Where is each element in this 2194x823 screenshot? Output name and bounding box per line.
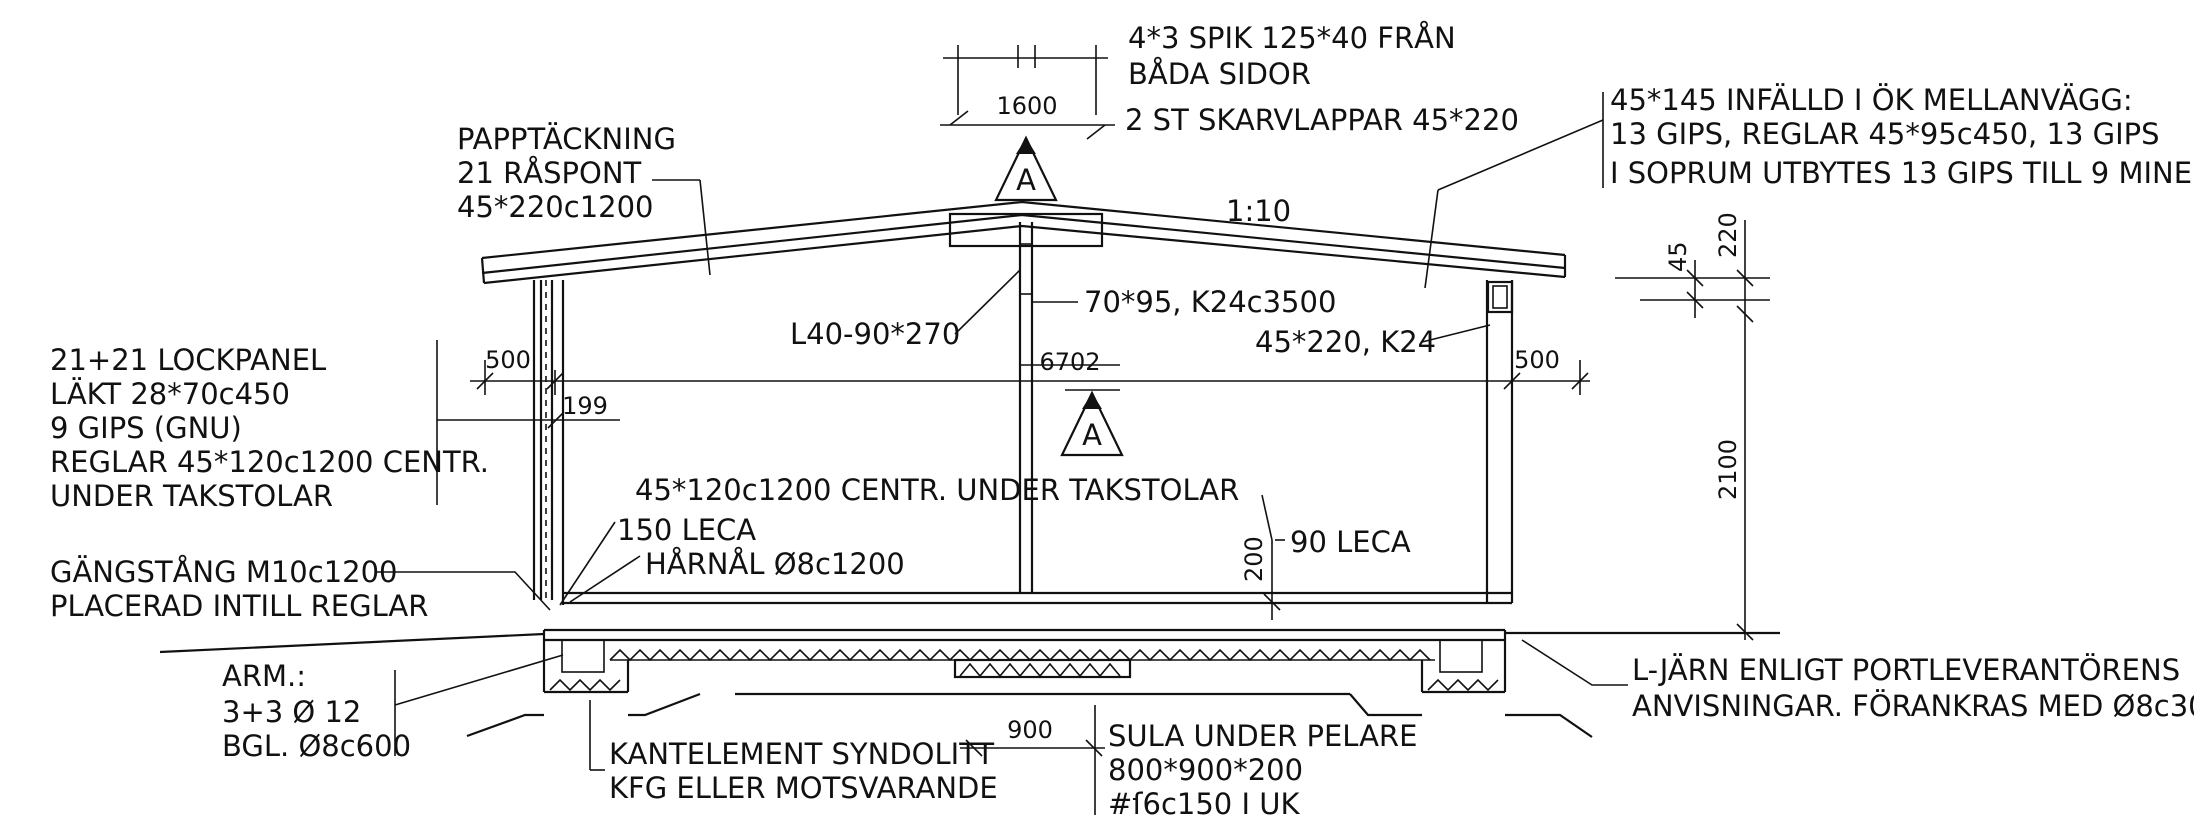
note-arm-1: ARM.: (222, 659, 306, 693)
note-mellanvagg-1: 45*145 INFÄLLD I ÖK MELLANVÄGG: (1610, 83, 2133, 117)
dim-2100: 2100 (1714, 439, 1742, 500)
note-ljarn-2: ANVISNINGAR. FÖRANKRAS MED Ø8c300 (1632, 689, 2194, 723)
dim-220: 220 (1714, 212, 1742, 258)
note-leca-150: 150 LECA (617, 513, 756, 547)
note-spik-2: BÅDA SIDOR (1128, 57, 1311, 91)
note-vagg-1: 21+21 LOCKPANEL (50, 343, 326, 377)
dim-500-right: 500 (1514, 346, 1560, 374)
dim-45: 45 (1664, 241, 1692, 272)
note-regel-centr: 45*120c1200 CENTR. UNDER TAKSTOLAR (635, 473, 1239, 507)
note-arm-2: 3+3 Ø 12 (222, 695, 361, 729)
note-kantelement-2: KFG ELLER MOTSVARANDE (609, 771, 998, 805)
note-sula-2: 800*900*200 (1108, 753, 1303, 787)
note-gangstang-2: PLACERAD INTILL REGLAR (50, 589, 428, 623)
dimension-texts: 1600 6702 500 500 199 900 200 45 220 210… (485, 92, 1742, 744)
note-vagg-2: LÄKT 28*70c450 (50, 377, 290, 411)
note-papp-2: 21 RÅSPONT (457, 156, 642, 190)
note-mellanvagg-2: 13 GIPS, REGLAR 45*95c450, 13 GIPS (1610, 117, 2160, 151)
leader-lines (375, 92, 1628, 771)
roof (480, 200, 1567, 285)
section-marker-middle: A (1060, 389, 1124, 457)
section-marker-middle-label: A (1082, 418, 1102, 452)
section-marker-top-label: A (1016, 163, 1036, 197)
note-ljarn-1: L-JÄRN ENLIGT PORTLEVERANTÖRENS (1632, 653, 2180, 687)
note-leca-90: 90 LECA (1290, 525, 1411, 559)
section-marker-top: A (994, 135, 1058, 202)
note-vagg-4: REGLAR 45*120c1200 CENTR. (50, 445, 489, 479)
dim-1600: 1600 (996, 92, 1057, 120)
dim-200: 200 (1240, 536, 1268, 582)
note-sula-3: #ſ6c150 I UK (1108, 787, 1300, 821)
note-mellanvagg-3: I SOPRUM UTBYTES 13 GIPS TILL 9 MINERIT (1610, 156, 2194, 190)
note-kantelement-1: KANTELEMENT SYNDOLITT (609, 737, 994, 771)
note-balk: 45*220, K24 (1255, 325, 1436, 359)
note-pelare: 70*95, K24c3500 (1084, 285, 1336, 319)
note-beslag: L40-90*270 (790, 317, 960, 351)
annotations: 4*3 SPIK 125*40 FRÅN BÅDA SIDOR 2 ST SKA… (50, 21, 2194, 821)
dim-900: 900 (1007, 716, 1053, 744)
note-gangstang-1: GÄNGSTÅNG M10c1200 (50, 555, 398, 589)
dim-6702: 6702 (1039, 348, 1100, 376)
note-sula-1: SULA UNDER PELARE (1108, 719, 1417, 753)
dim-500-left: 500 (485, 346, 531, 374)
note-spik-1: 4*3 SPIK 125*40 FRÅN (1128, 21, 1456, 55)
note-arm-3: BGL. Ø8c600 (222, 729, 411, 763)
note-skarvlappar: 2 ST SKARVLAPPAR 45*220 (1125, 103, 1519, 137)
note-papp-3: 45*220c1200 (457, 190, 654, 224)
note-vagg-3: 9 GIPS (GNU) (50, 411, 242, 445)
note-slope: 1:10 (1226, 194, 1291, 228)
column-footing (953, 658, 1132, 679)
note-vagg-5: UNDER TAKSTOLAR (50, 479, 333, 513)
note-harnal: HÅRNÅL Ø8c1200 (645, 547, 905, 581)
ridge-splice-plate (948, 212, 1104, 248)
walls (532, 222, 1514, 605)
note-papp-1: PAPPTÄCKNING (457, 122, 676, 156)
dim-199: 199 (562, 392, 608, 420)
foundation (159, 628, 1780, 738)
dimension-lines (470, 45, 1770, 815)
